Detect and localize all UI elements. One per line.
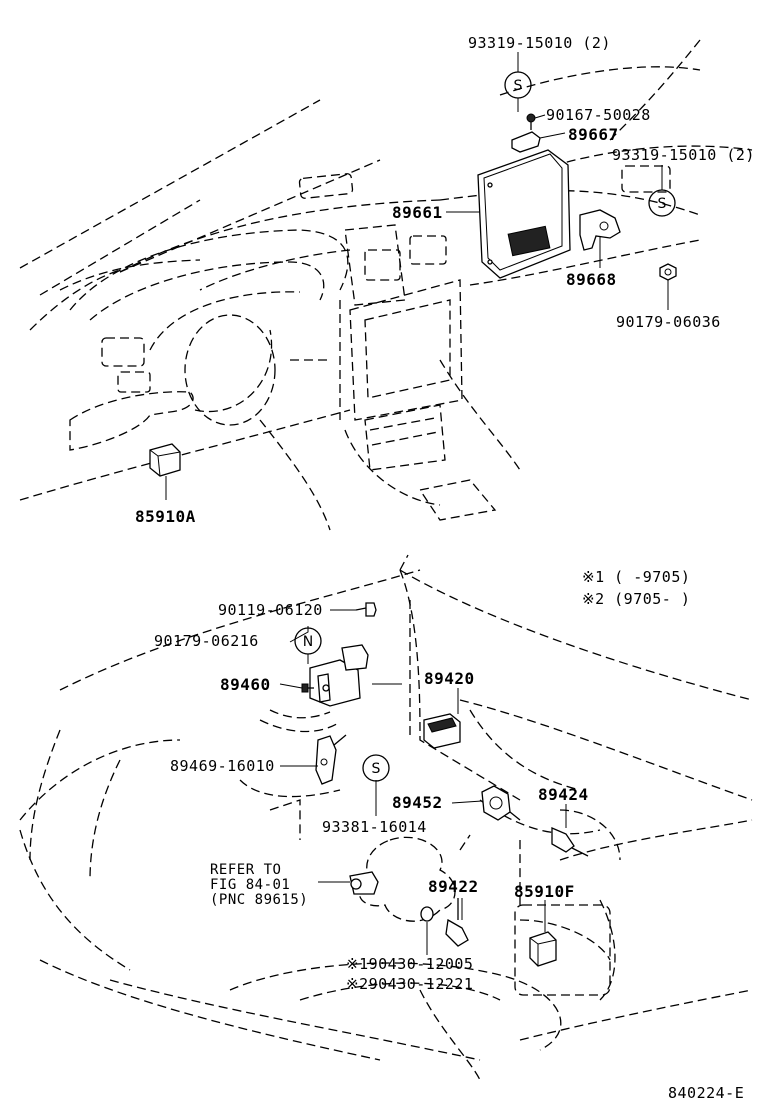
label-89424: 89424 <box>538 785 589 804</box>
refer-line-1: REFER TO <box>210 862 281 878</box>
refer-line-2: FIG 84-01 <box>210 877 290 893</box>
upper-labels: 93319-15010 (2) 90167-50028 89667 93319-… <box>135 34 755 526</box>
upper-leader-lines <box>165 52 669 500</box>
refer-line-3: (PNC 89615) <box>210 892 308 908</box>
label-89452: 89452 <box>392 793 443 812</box>
note-2: ※2 (9705- ) <box>582 590 690 608</box>
label-89469-16010: 89469-16010 <box>170 757 275 775</box>
s-symbol-right: S <box>648 189 676 217</box>
label-89422: 89422 <box>428 877 479 896</box>
label-190430-12005: ※190430-12005 <box>346 955 473 973</box>
label-89420: 89420 <box>424 669 475 688</box>
sensor-89420-part <box>423 713 461 749</box>
s-symbol-top: S <box>504 71 532 99</box>
engine-bay-illustration <box>19 554 753 1081</box>
relay-85910a-part <box>149 443 181 477</box>
label-89668: 89668 <box>566 270 617 289</box>
label-85910a: 85910A <box>135 507 196 526</box>
nut-90179-06036-part <box>659 263 677 281</box>
dashboard-illustration <box>19 39 753 531</box>
label-89661: 89661 <box>392 203 443 222</box>
applicability-notes: ※1 ( -9705) ※2 (9705- ) <box>582 568 690 608</box>
label-90167-50028: 90167-50028 <box>546 106 651 124</box>
note-1: ※1 ( -9705) <box>582 568 690 586</box>
lower-leader-lines <box>279 609 567 955</box>
label-90119-06120: 90119-06120 <box>218 601 323 619</box>
label-93319-15010-right: 93319-15010 (2) <box>612 146 755 164</box>
label-89667: 89667 <box>568 125 619 144</box>
sensor-89422-part <box>445 898 469 947</box>
n-symbol: N <box>294 627 322 655</box>
svg-text:S: S <box>514 78 523 94</box>
label-93319-15010-top: 93319-15010 (2) <box>468 34 611 52</box>
bracket-89668-part <box>579 209 621 251</box>
relay-85910f-part <box>529 931 557 967</box>
label-90179-06216: 90179-06216 <box>154 632 259 650</box>
vsv-89460-part <box>301 644 369 707</box>
sensor-89424-part <box>551 827 589 857</box>
gasket-part <box>420 906 434 922</box>
label-85910f: 85910F <box>514 882 575 901</box>
svg-text:N: N <box>303 634 313 650</box>
svg-text:S: S <box>658 196 667 212</box>
label-290430-12221: ※290430-12221 <box>346 975 473 993</box>
label-93381-16014: 93381-16014 <box>322 818 427 836</box>
figure-code: 840224-E <box>668 1084 744 1102</box>
bracket-89667-part <box>511 113 541 153</box>
bolt-90119-part <box>355 602 377 617</box>
ecu-89661-part <box>477 149 571 279</box>
label-89460: 89460 <box>220 675 271 694</box>
svg-text:S: S <box>372 761 381 777</box>
label-90179-06036: 90179-06036 <box>616 313 721 331</box>
lower-labels: 90119-06120 90179-06216 89460 89420 8946… <box>154 601 589 993</box>
sensor-89452-part <box>481 785 521 821</box>
s-symbol-lower: S <box>362 754 390 782</box>
bracket-89469-part <box>315 734 347 785</box>
sensor-89615-part <box>349 871 379 895</box>
